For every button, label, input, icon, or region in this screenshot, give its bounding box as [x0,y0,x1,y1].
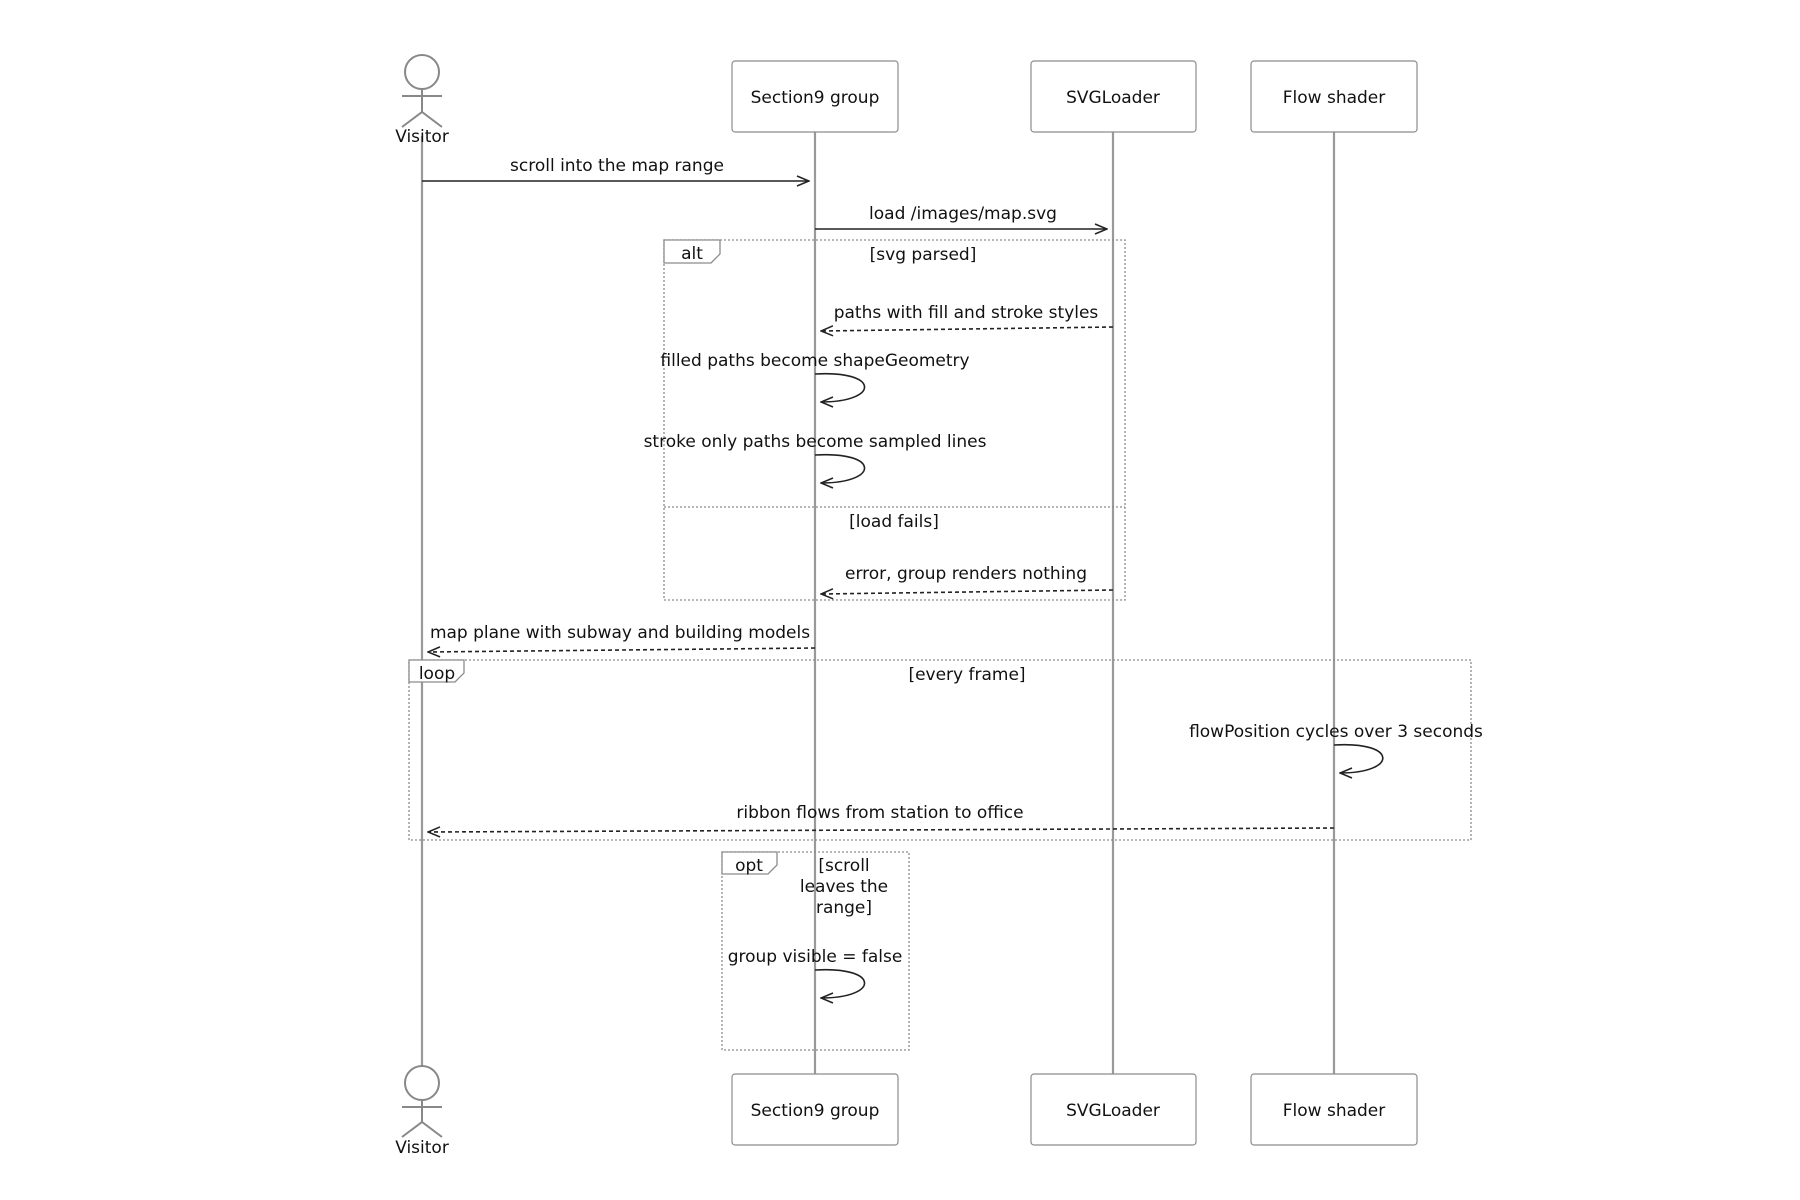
participant-flowshader-top: Flow shader [1250,60,1418,133]
msg-error-nothing-label: error, group renders nothing [845,564,1087,584]
alt-condition: [svg parsed] [870,245,977,265]
loop-label: loop [419,664,455,684]
section9-label-bottom: Section9 group [751,1101,880,1121]
msg-paths-styles-arrow [821,327,1114,331]
section9-label-top: Section9 group [751,88,880,108]
participant-svgloader-bottom: SVGLoader [1030,1073,1197,1146]
msg-stroke-paths-label: stroke only paths become sampled lines [644,432,987,452]
msg-paths-styles-label: paths with fill and stroke styles [834,303,1099,323]
msg-flow-cycles-label: flowPosition cycles over 3 seconds [1189,722,1483,742]
msg-filled-paths-arrow [814,372,866,402]
loop-fragment: loop [every frame] [408,659,1472,841]
opt-condition-line-3: range] [816,898,872,918]
participant-svgloader-top: SVGLoader [1030,60,1197,133]
alt-else-condition: [load fails] [849,512,939,532]
flowshader-label-top: Flow shader [1283,88,1386,108]
msg-load-map-label: load /images/map.svg [869,204,1057,224]
participant-section9-top: Section9 group [731,60,899,133]
msg-map-plane-arrow [428,648,816,652]
visitor-figure-icon-bottom [401,1065,443,1138]
opt-label: opt [735,856,763,876]
flowshader-label-bottom: Flow shader [1283,1101,1386,1121]
msg-stroke-paths-arrow [814,453,866,483]
msg-ribbon-flows-label: ribbon flows from station to office [736,803,1023,823]
msg-group-visible-label: group visible = false [728,947,903,967]
alt-label: alt [681,244,703,264]
svgloader-label-top: SVGLoader [1066,88,1160,108]
actor-visitor-top: Visitor [395,54,449,147]
participant-section9-bottom: Section9 group [731,1073,899,1146]
msg-map-plane-label: map plane with subway and building model… [430,623,810,643]
opt-condition-line-1: [scroll [818,856,869,876]
visitor-figure-icon [401,54,443,128]
msg-ribbon-flows-arrow [428,828,1335,832]
svgloader-label-bottom: SVGLoader [1066,1101,1160,1121]
visitor-label-top: Visitor [395,127,449,147]
msg-group-visible-arrow [814,968,866,998]
msg-scroll-into-range-label: scroll into the map range [510,156,724,176]
opt-condition-line-2: leaves the [800,877,888,897]
loop-condition: [every frame] [908,665,1025,685]
actor-visitor-bottom: Visitor [395,1065,449,1158]
visitor-label-bottom: Visitor [395,1138,449,1158]
msg-flow-cycles-arrow [1333,743,1384,773]
alt-fragment: alt [svg parsed] [load fails] [663,239,1126,601]
participant-flowshader-bottom: Flow shader [1250,1073,1418,1146]
msg-filled-paths-label: filled paths become shapeGeometry [660,351,969,371]
opt-fragment: opt [scroll leaves the range] [721,851,910,1051]
msg-error-nothing-arrow [821,590,1114,594]
